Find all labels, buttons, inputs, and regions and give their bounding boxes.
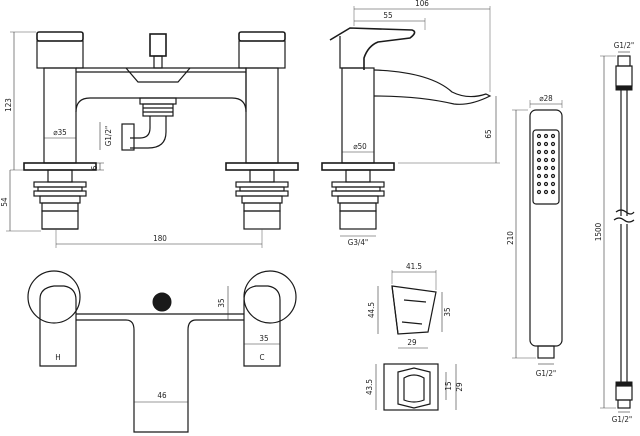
dim-bath-height: 123	[4, 98, 13, 112]
dim-bracket-side: 29	[455, 382, 464, 392]
handset-holder-view: 41.5 44.5 35 29	[367, 262, 452, 349]
dim-bath-deck: 6	[90, 165, 99, 170]
hot-label: H	[55, 353, 60, 362]
wall-bracket-view: 43.5 15 29	[365, 363, 464, 411]
dim-spout-thread: G3/4"	[348, 238, 368, 247]
dim-bath-shank: 54	[0, 197, 9, 207]
dim-holder-width: 41.5	[406, 262, 422, 271]
bath-mixer-top-view: H C 35 35 46	[27, 270, 297, 433]
dim-bath-diameter: ⌀35	[53, 128, 67, 137]
dim-bath-thread: G1/2"	[104, 126, 113, 146]
shower-hose-view: G1/2" 1500 G1/2"	[594, 41, 635, 424]
dim-spout-height: 65	[484, 129, 493, 138]
dim-spout-diameter: ⌀50	[353, 142, 367, 151]
cold-label: C	[259, 353, 264, 362]
dim-top-h: 35	[217, 298, 226, 307]
dim-bracket-inner: 15	[444, 381, 453, 390]
dim-handset-diameter: ⌀28	[539, 94, 553, 103]
spray-nozzles	[536, 133, 556, 195]
dim-top-spout: 46	[157, 391, 167, 400]
dim-holder-height: 44.5	[367, 302, 376, 318]
dim-bracket-height: 43.5	[365, 379, 374, 395]
dim-holder-base: 29	[407, 338, 417, 347]
dim-bath-centres: 180	[153, 234, 167, 243]
dim-handset-length: 210	[506, 231, 515, 245]
dim-hose-bottom-thread: G1/2"	[612, 415, 632, 424]
dim-hose-length: 1500	[594, 222, 603, 241]
shower-handset-view: ⌀28 210 G1/2"	[506, 94, 563, 378]
bath-mixer-front-view: 123 54 ⌀35 G1/2" 6 180	[0, 31, 299, 248]
dim-holder-side: 35	[443, 307, 452, 316]
bath-mixer-side-view: 106 55 65 ⌀50 G3/4"	[321, 0, 500, 247]
dim-top-lever: 35	[259, 334, 268, 343]
dim-spout-total: 106	[415, 0, 429, 8]
dim-handset-thread: G1/2"	[536, 369, 556, 378]
dim-spout-reach: 55	[383, 11, 392, 20]
dim-hose-top-thread: G1/2"	[614, 41, 634, 50]
